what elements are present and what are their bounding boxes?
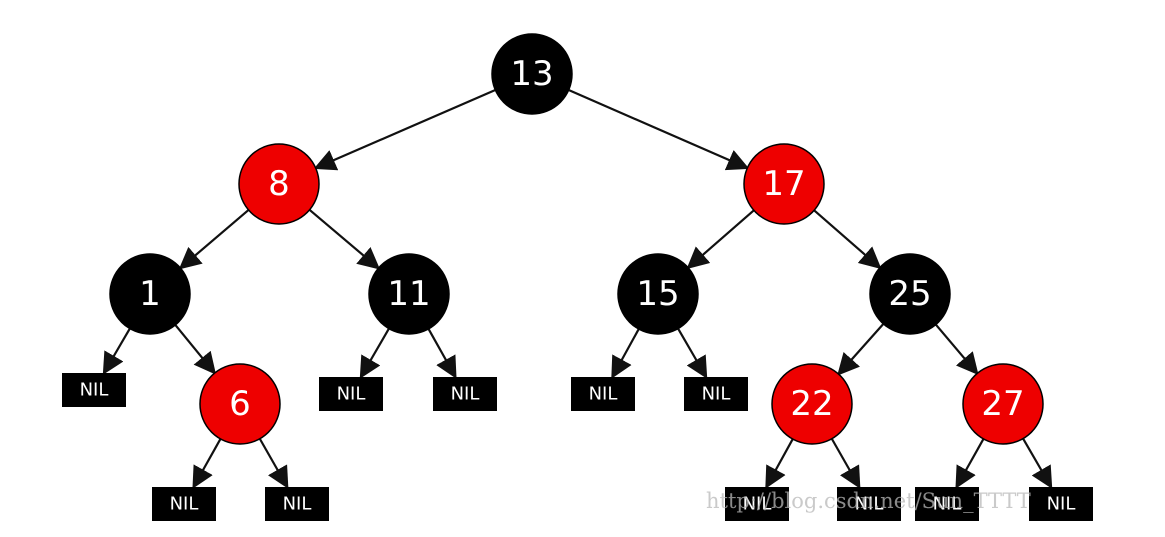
nil-label: NIL [855, 494, 884, 515]
node-circle-red [771, 363, 853, 445]
node-circle-red [962, 363, 1044, 445]
nil-box [1029, 487, 1093, 521]
edge-n25-n22 [837, 323, 885, 376]
nil-box [915, 487, 979, 521]
nil-label: NIL [589, 384, 618, 405]
node-circle-black [109, 253, 191, 335]
node-circle-red [199, 363, 281, 445]
edge-n27-nil27R [1022, 438, 1053, 489]
node-label: 11 [387, 274, 430, 314]
nil-label: NIL [702, 384, 731, 405]
node-label: 22 [790, 384, 833, 424]
nil-label: NIL [337, 384, 366, 405]
nil-box [684, 377, 748, 411]
nil-box [571, 377, 635, 411]
node-label: 13 [510, 54, 553, 94]
tree-node-15: 15 [617, 253, 699, 335]
nil-label: NIL [80, 380, 109, 401]
nil-leaf: NIL [433, 377, 497, 411]
nil-label: NIL [283, 494, 312, 515]
tree-node-6: 6 [199, 363, 281, 445]
node-label: 15 [636, 274, 679, 314]
nil-leaf: NIL [725, 487, 789, 521]
nil-leaf: NIL [152, 487, 216, 521]
node-circle-black [617, 253, 699, 335]
node-label: 1 [139, 274, 161, 314]
edge-n22-nil22L [765, 438, 794, 489]
nil-box [265, 487, 329, 521]
tree-node-1: 1 [109, 253, 191, 335]
tree-node-22: 22 [771, 363, 853, 445]
edge-n27-nil27L [955, 438, 985, 489]
edge-n11-nil11L [359, 328, 390, 379]
nil-box [62, 373, 126, 407]
nil-leaf: NIL [915, 487, 979, 521]
nil-box [725, 487, 789, 521]
edges-layer [102, 88, 1053, 489]
nil-label: NIL [451, 384, 480, 405]
edge-n1-n6 [174, 324, 217, 375]
tree-node-25: 25 [869, 253, 951, 335]
node-circle-red [743, 143, 825, 225]
nil-label: NIL [1047, 494, 1076, 515]
nil-leaf: NIL [837, 487, 901, 521]
nil-box [319, 377, 383, 411]
edge-n17-n25 [813, 209, 882, 270]
nil-box [837, 487, 901, 521]
edge-n13-n17 [568, 88, 750, 171]
node-circle-black [491, 33, 573, 115]
edge-n8-n11 [308, 208, 381, 270]
tree-node-8: 8 [238, 143, 320, 225]
edge-n8-n1 [178, 209, 250, 270]
node-label: 8 [268, 164, 290, 204]
edge-n15-nil15L [611, 328, 640, 379]
nil-leaf: NIL [265, 487, 329, 521]
node-label: 17 [762, 164, 805, 204]
watermark: http://blog.csdn.net/Sun_TTTT [706, 489, 1031, 513]
nil-leaves-layer: NIL NIL NIL NIL NIL NIL NIL NIL NIL NIL NIL [62, 373, 1093, 521]
nil-box [152, 487, 216, 521]
nil-label: NIL [743, 494, 772, 515]
nil-leaf: NIL [319, 377, 383, 411]
nil-leaf: NIL [571, 377, 635, 411]
node-circle-black [368, 253, 450, 335]
node-label: 25 [888, 274, 931, 314]
edge-n13-n8 [313, 88, 496, 171]
node-label: 6 [229, 384, 251, 424]
nil-label: NIL [170, 494, 199, 515]
edge-n25-n27 [934, 323, 979, 376]
nil-leaf: NIL [1029, 487, 1093, 521]
tree-node-13: 13 [491, 33, 573, 115]
node-circle-red [238, 143, 320, 225]
edge-n11-nil11R [427, 328, 457, 379]
nil-box [433, 377, 497, 411]
edge-n17-n15 [686, 209, 755, 270]
node-label: 27 [981, 384, 1024, 424]
edge-n6-nil6R [258, 438, 289, 489]
tree-node-27: 27 [962, 363, 1044, 445]
edge-n22-nil22R [830, 438, 861, 489]
tree-node-11: 11 [368, 253, 450, 335]
edge-n6-nil6L [192, 438, 222, 489]
node-circle-black [869, 253, 951, 335]
nil-leaf: NIL [684, 377, 748, 411]
nil-leaf: NIL [62, 373, 126, 407]
edge-n1-nil1L [102, 327, 131, 375]
tree-node-17: 17 [743, 143, 825, 225]
edge-n15-nil15R [677, 328, 708, 379]
nil-label: NIL [933, 494, 962, 515]
